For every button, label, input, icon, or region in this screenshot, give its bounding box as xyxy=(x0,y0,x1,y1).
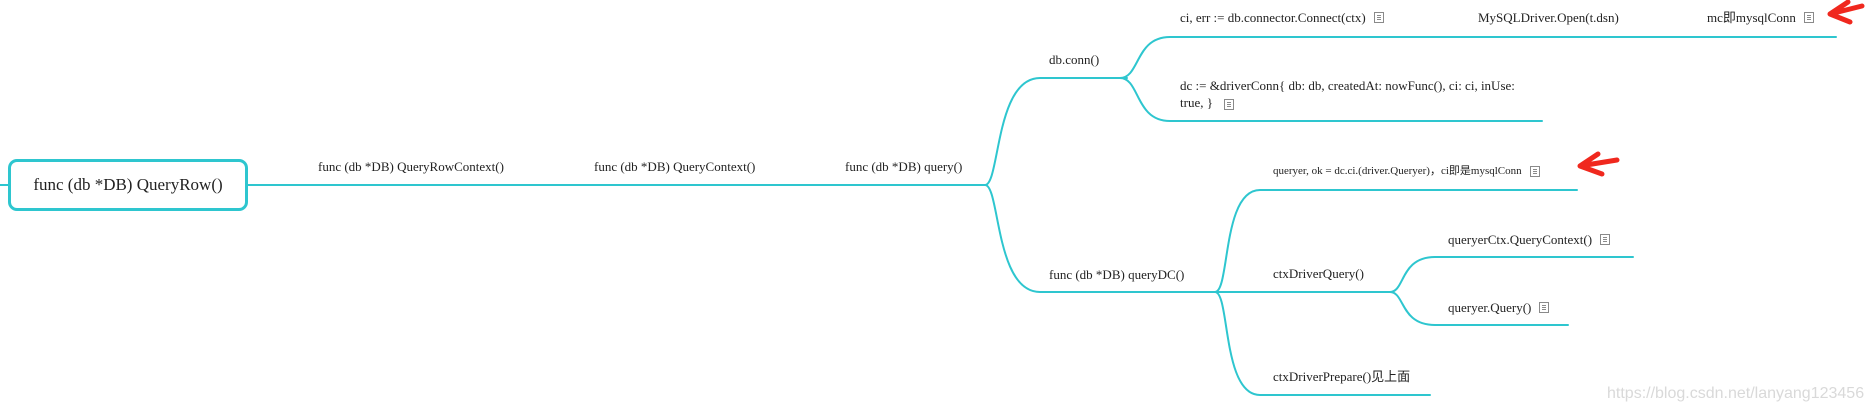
node-label: ci, err := db.connector.Connect(ctx) xyxy=(1180,10,1366,25)
node-label: queryerCtx.QueryContext() xyxy=(1448,232,1593,247)
node-label: ctxDriverPrepare()见上面 xyxy=(1273,369,1411,384)
node-label: func (db *DB) QueryContext() xyxy=(594,159,756,174)
node-label: queryer, ok = dc.ci.(driver.Queryer)，ci即… xyxy=(1273,165,1522,177)
watermark: https://blog.csdn.net/lanyang123456 xyxy=(1607,385,1865,402)
red-arrow-queryer xyxy=(1577,151,1620,177)
connector-querydc-to-ctxdriverprepare xyxy=(1214,291,1431,396)
root-node[interactable]: func (db *DB) QueryRow() xyxy=(8,159,248,211)
node-ctx-driver-query[interactable]: ctxDriverQuery() xyxy=(1273,265,1364,282)
connector-query-to-querydc xyxy=(984,184,1216,293)
red-arrow-mc xyxy=(1827,0,1865,25)
node-mysql-open[interactable]: MySQLDriver.Open(t.dsn) xyxy=(1478,9,1619,26)
node-label: dc := &driverConn{ db: db, createdAt: no… xyxy=(1180,78,1515,110)
node-query-context[interactable]: func (db *DB) QueryContext() xyxy=(594,158,755,175)
note-icon[interactable] xyxy=(1224,98,1235,110)
node-query[interactable]: func (db *DB) query() xyxy=(845,158,962,175)
node-mc-note[interactable]: mc即mysqlConn xyxy=(1707,9,1814,26)
node-queryer-query[interactable]: queryer.Query() xyxy=(1448,299,1550,316)
node-db-conn[interactable]: db.conn() xyxy=(1049,51,1099,68)
connector-querydc-to-queryer xyxy=(1214,189,1578,293)
node-query-row-context[interactable]: func (db *DB) QueryRowContext() xyxy=(318,158,504,175)
node-label: mc即mysqlConn xyxy=(1707,10,1796,25)
node-label: ctxDriverQuery() xyxy=(1273,266,1364,281)
node-label: func (db *DB) query() xyxy=(845,159,963,174)
node-label: db.conn() xyxy=(1049,52,1100,67)
note-icon[interactable] xyxy=(1539,302,1550,313)
connector-ctxdriverquery-to-queryerquery xyxy=(1389,291,1569,326)
connector-dbconn-to-connect xyxy=(1119,36,1411,79)
note-icon[interactable] xyxy=(1803,12,1814,23)
node-label: func (db *DB) QueryRowContext() xyxy=(318,159,504,174)
node-ctx-driver-prepare[interactable]: ctxDriverPrepare()见上面 xyxy=(1273,368,1410,385)
root-node-label: func (db *DB) QueryRow() xyxy=(33,175,223,194)
node-queryer[interactable]: queryer, ok = dc.ci.(driver.Queryer)，ci即… xyxy=(1273,163,1540,180)
node-query-dc[interactable]: func (db *DB) queryDC() xyxy=(1049,266,1184,283)
node-label: queryer.Query() xyxy=(1448,300,1532,315)
node-label: func (db *DB) queryDC() xyxy=(1049,267,1185,282)
note-icon[interactable] xyxy=(1373,12,1384,23)
node-connect[interactable]: ci, err := db.connector.Connect(ctx) xyxy=(1180,9,1384,26)
connector-query-to-dbconn xyxy=(984,77,1128,186)
connector-dbconn-to-driverconn xyxy=(1119,77,1543,122)
connector-ctxdriverquery-to-queryerctx xyxy=(1389,256,1634,293)
node-driver-conn[interactable]: dc := &driverConn{ db: db, createdAt: no… xyxy=(1180,77,1530,111)
node-queryer-ctx[interactable]: queryerCtx.QueryContext() xyxy=(1448,231,1611,248)
note-icon[interactable] xyxy=(1529,166,1540,177)
note-icon[interactable] xyxy=(1600,234,1611,245)
node-label: MySQLDriver.Open(t.dsn) xyxy=(1478,10,1619,25)
